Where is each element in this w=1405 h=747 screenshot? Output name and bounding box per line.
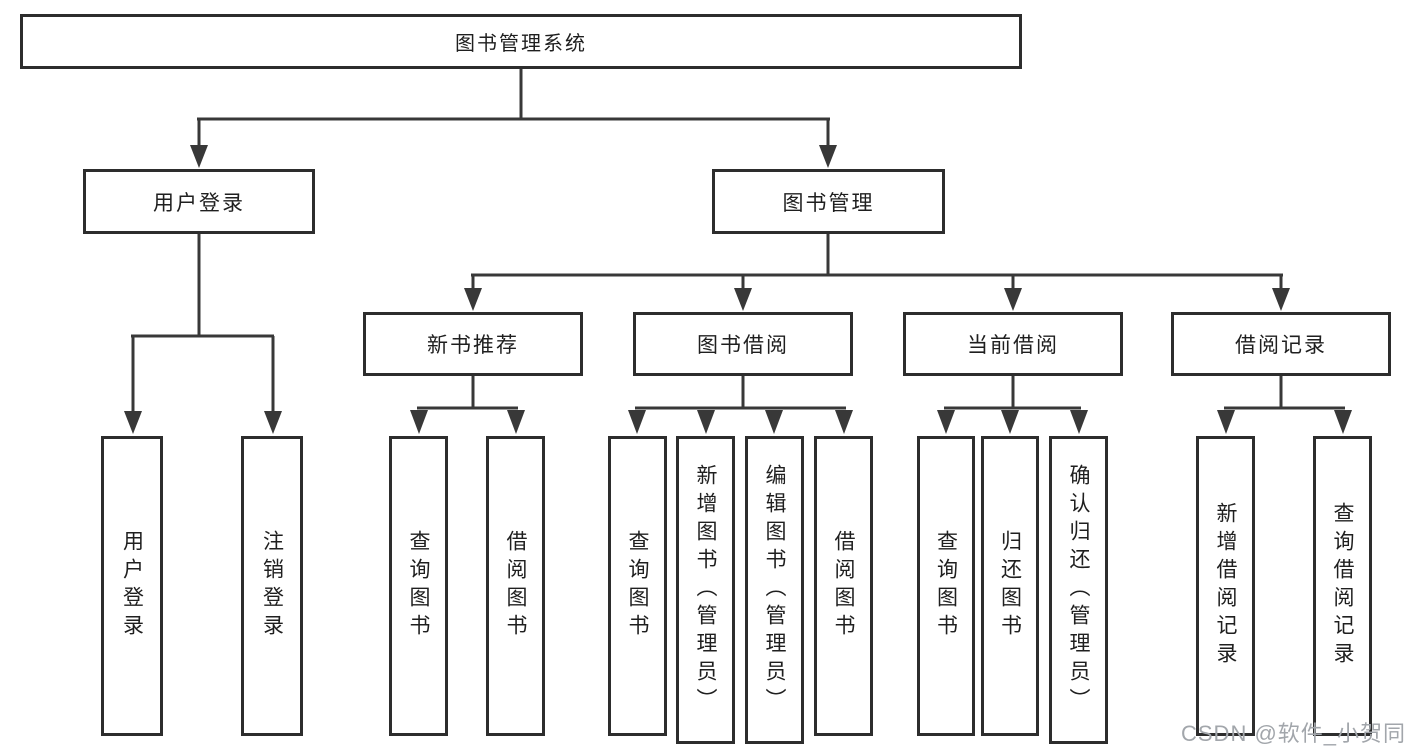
node-leaf-record-add: 新增借阅记录 (1196, 436, 1255, 736)
node-leaf-logout: 注销登录 (241, 436, 303, 736)
arrowhead (464, 288, 482, 311)
arrowhead (264, 411, 282, 434)
arrowhead (819, 145, 837, 168)
node-leaf-record-query-label: 查询借阅记录 (1331, 502, 1354, 670)
arrowhead (628, 410, 646, 434)
arrowhead (1217, 410, 1235, 434)
node-new-book-recommend: 新书推荐 (363, 312, 583, 376)
arrowhead (190, 145, 208, 168)
node-leaf-record-query: 查询借阅记录 (1313, 436, 1372, 736)
node-leaf-current-confirm-admin-label: 确认归还（管理员） (1067, 464, 1090, 716)
node-leaf-newbook-borrow-label: 借阅图书 (504, 530, 527, 642)
node-leaf-borrow-borrow: 借阅图书 (814, 436, 873, 736)
arrowhead (410, 410, 428, 434)
node-user-login: 用户登录 (83, 169, 315, 234)
node-leaf-logout-label: 注销登录 (260, 530, 284, 642)
node-root: 图书管理系统 (20, 14, 1022, 69)
arrowhead (765, 410, 783, 434)
node-leaf-borrow-edit-admin: 编辑图书（管理员） (745, 436, 804, 744)
node-leaf-current-query: 查询图书 (917, 436, 975, 736)
node-leaf-newbook-query: 查询图书 (389, 436, 448, 736)
arrowhead (1334, 410, 1352, 434)
arrowhead (124, 411, 142, 434)
node-book-borrow: 图书借阅 (633, 312, 853, 376)
node-user-login-label: 用户登录 (153, 191, 245, 215)
arrowhead (1004, 288, 1022, 311)
node-leaf-newbook-borrow: 借阅图书 (486, 436, 545, 736)
node-current-borrow: 当前借阅 (903, 312, 1123, 376)
node-borrow-record: 借阅记录 (1171, 312, 1391, 376)
node-book-management: 图书管理 (712, 169, 945, 234)
node-leaf-user-login-label: 用户登录 (120, 530, 144, 642)
node-leaf-borrow-query: 查询图书 (608, 436, 667, 736)
arrowhead (734, 288, 752, 311)
arrowhead (507, 410, 525, 434)
node-leaf-record-add-label: 新增借阅记录 (1214, 502, 1237, 670)
node-current-borrow-label: 当前借阅 (967, 334, 1059, 357)
csdn-watermark: CSDN @软件_小贺同学 (1181, 721, 1405, 746)
node-root-label: 图书管理系统 (455, 33, 587, 55)
node-leaf-borrow-add-admin-label: 新增图书（管理员） (694, 464, 717, 716)
node-book-management-label: 图书管理 (782, 191, 875, 215)
arrowhead (937, 410, 955, 434)
arrowhead (1070, 410, 1088, 434)
node-book-borrow-label: 图书借阅 (697, 334, 789, 357)
arrowhead (1272, 288, 1290, 311)
node-borrow-record-label: 借阅记录 (1235, 334, 1327, 357)
arrowhead (1001, 410, 1019, 434)
node-leaf-user-login: 用户登录 (101, 436, 163, 736)
arrowhead (697, 410, 715, 434)
node-leaf-borrow-add-admin: 新增图书（管理员） (676, 436, 735, 744)
node-leaf-current-return: 归还图书 (981, 436, 1039, 736)
node-new-book-recommend-label: 新书推荐 (427, 334, 519, 357)
node-leaf-newbook-query-label: 查询图书 (407, 530, 430, 642)
node-leaf-current-query-label: 查询图书 (934, 530, 958, 642)
node-leaf-borrow-borrow-label: 借阅图书 (832, 530, 855, 642)
node-leaf-current-confirm-admin: 确认归还（管理员） (1049, 436, 1108, 744)
node-leaf-borrow-query-label: 查询图书 (626, 530, 649, 642)
node-leaf-borrow-edit-admin-label: 编辑图书（管理员） (763, 464, 786, 716)
node-leaf-current-return-label: 归还图书 (998, 530, 1022, 642)
arrowhead (835, 410, 853, 434)
